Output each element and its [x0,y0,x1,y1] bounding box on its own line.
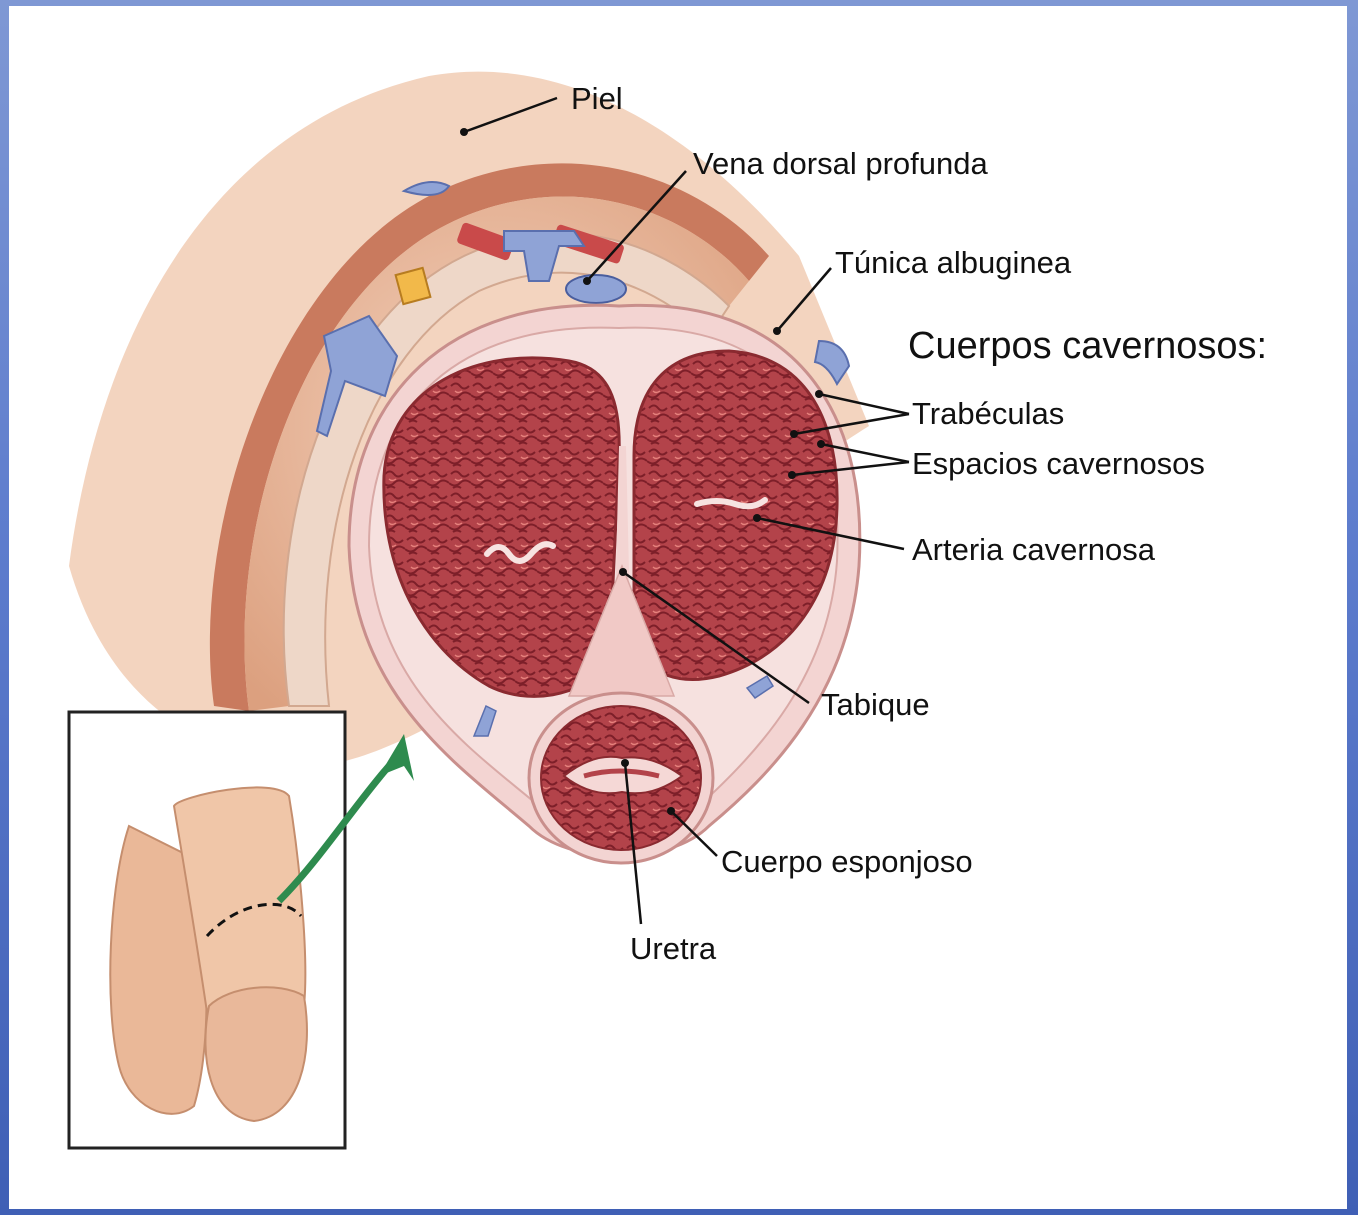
inset-box [69,712,345,1148]
label-arteria-cavernosa: Arteria cavernosa [912,532,1156,567]
label-espacios-cavernosos: Espacios cavernosos [912,446,1205,481]
diagram-panel: Piel Vena dorsal profunda Túnica albugin… [9,6,1347,1209]
label-piel: Piel [571,81,623,116]
label-tabique: Tabique [821,687,930,722]
label-cuerpo-esponjoso: Cuerpo esponjoso [721,844,973,879]
label-cuerpos-cavernosos: Cuerpos cavernosos: [908,325,1267,367]
penis-cross-section-diagram: Piel Vena dorsal profunda Túnica albugin… [9,6,1347,1209]
label-vena-dorsal-profunda: Vena dorsal profunda [693,146,988,181]
label-trabeculas: Trabéculas [912,396,1064,431]
label-tunica-albuginea: Túnica albuginea [835,245,1072,280]
label-uretra: Uretra [630,931,717,966]
